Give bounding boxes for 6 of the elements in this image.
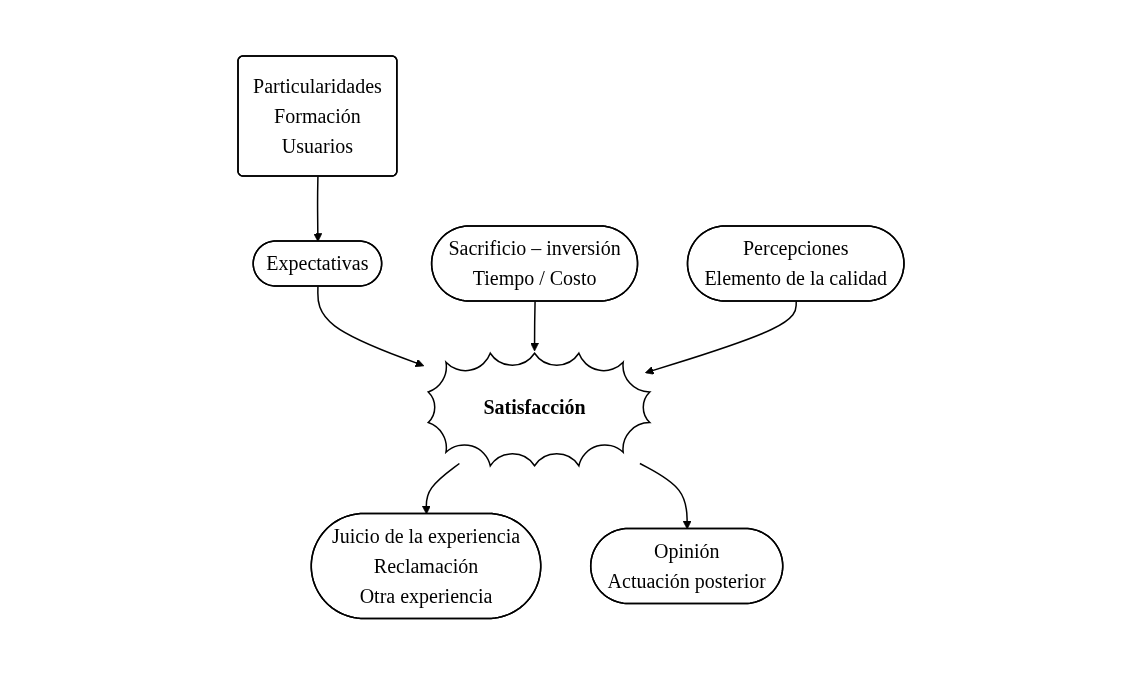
- arrow: [639, 463, 692, 530]
- arrow: [644, 301, 797, 375]
- arrow: [317, 286, 425, 368]
- arrow: [313, 176, 323, 243]
- arrow: [530, 301, 539, 352]
- arrow: [422, 463, 461, 515]
